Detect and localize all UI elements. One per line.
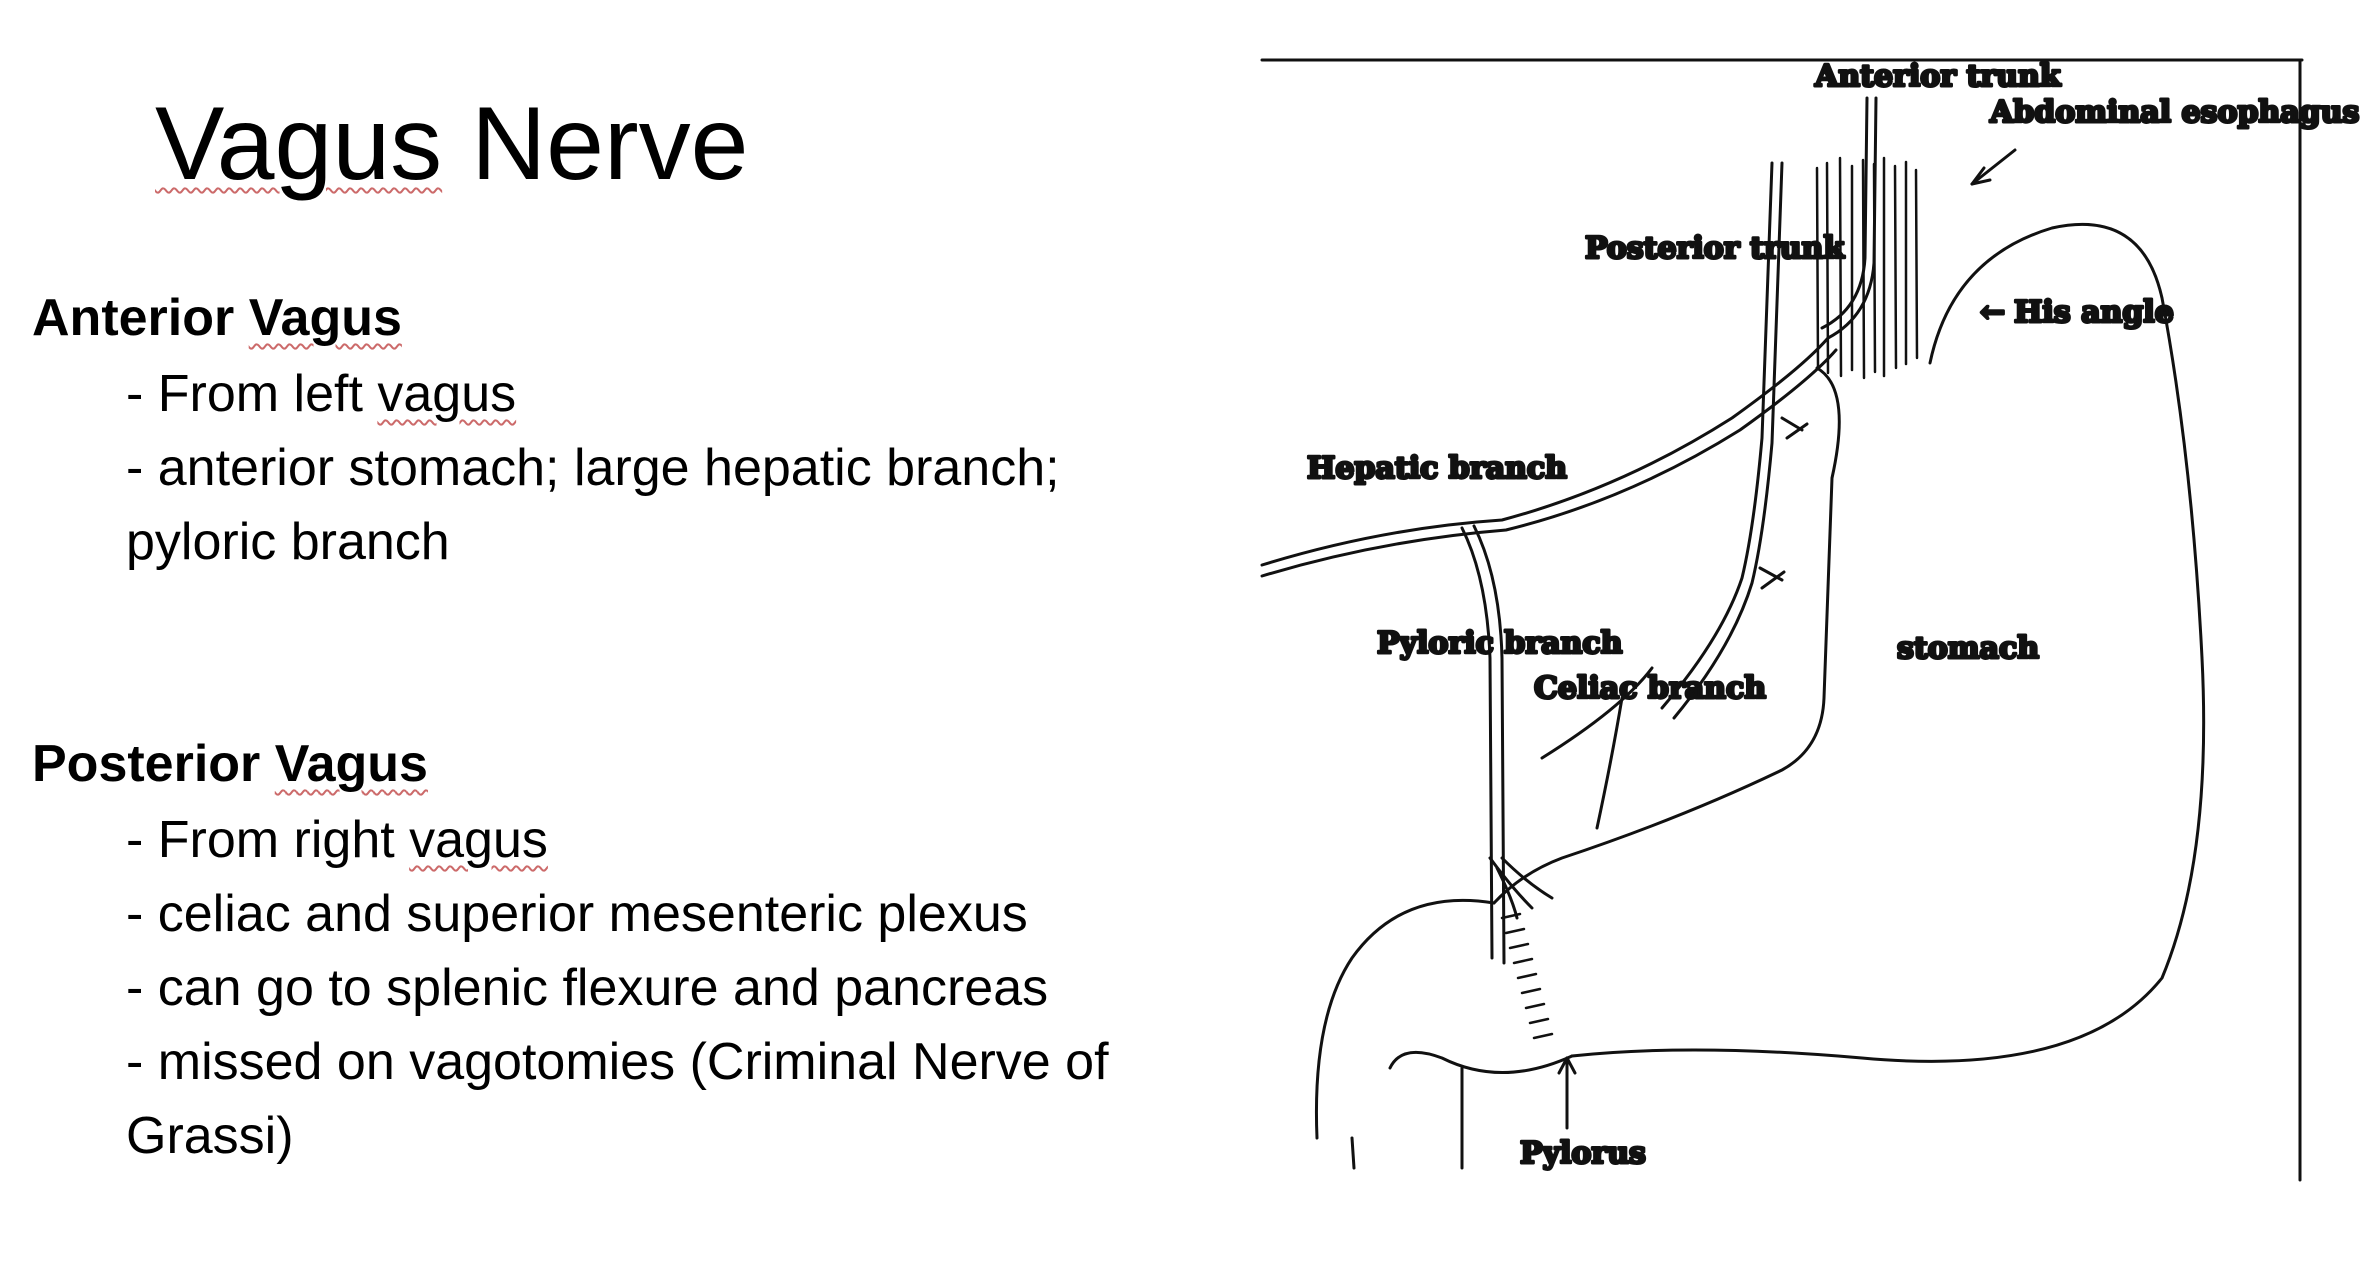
esophagus-arrow-head — [1970, 166, 1992, 186]
anterior-heading-word1: Anterior — [32, 289, 235, 347]
anterior-item1-prefix: - From left — [126, 365, 363, 423]
label-stomach: stomach — [1897, 631, 2039, 666]
label-anterior-trunk: Anterior trunk — [1814, 59, 2062, 94]
anterior-item-branches: - anterior stomach; large hepatic branch… — [126, 431, 1232, 579]
posterior-trunk-nerve-edge — [1672, 161, 1784, 720]
stomach-lesser-curvature — [1492, 366, 1841, 905]
stomach-greater-curvature — [1570, 222, 2206, 1063]
posterior-item1-prefix: - From right — [126, 811, 395, 869]
anterior-vagus-section: Anterior Vagus - From left vagus - anter… — [32, 285, 1232, 579]
duodenum-edge — [1350, 1136, 1356, 1170]
pylorus-hatching — [1500, 912, 1554, 1040]
posterior-item-plexus: - celiac and superior mesenteric plexus — [126, 885, 1028, 943]
anterior-item-origin: - From left vagus — [126, 357, 1232, 431]
hepatic-branch-nerve — [1260, 336, 1830, 567]
slide-title: Vagus Nerve — [155, 92, 749, 196]
posterior-trunk-nerve — [1660, 161, 1774, 710]
title-word-vagus: Vagus — [155, 86, 443, 202]
posterior-item1-word: vagus — [409, 811, 548, 869]
posterior-heading-word2: Vagus — [274, 735, 428, 793]
label-his-angle: His angle — [2014, 295, 2174, 330]
pyloric-nerve-fan — [1488, 856, 1554, 920]
posterior-vagus-section: Posterior Vagus - From right vagus - cel… — [32, 731, 1232, 1173]
anterior-item2-line2: pyloric branch — [126, 513, 450, 571]
label-hepatic-branch: Hepatic branch — [1307, 451, 1567, 486]
esophagus-hatching — [1815, 156, 1919, 380]
nerve-mark-2 — [1758, 566, 1786, 590]
duodenum-outline-left — [1314, 898, 1496, 1140]
label-abdominal-esophagus: Abdominal esophagus — [1989, 95, 2359, 130]
posterior-item4-line2: Grassi) — [126, 1107, 294, 1165]
anterior-trunk-nerve-edge — [1826, 96, 1878, 340]
label-pylorus: Pylorus — [1520, 1136, 1646, 1171]
posterior-item4-line1: - missed on vagotomies (Criminal Nerve o… — [126, 1033, 1109, 1091]
posterior-vagus-heading: Posterior Vagus — [32, 731, 1232, 797]
anterior-trunk-nerve — [1820, 96, 1869, 330]
vagus-stomach-diagram: Anterior trunk Abdominal esophagus Poste… — [1260, 58, 2361, 1182]
duodenum-outline-bottom — [1388, 1050, 1574, 1074]
anterior-vagus-heading: Anterior Vagus — [32, 285, 1232, 351]
title-word-nerve: Nerve — [471, 86, 749, 202]
posterior-heading-word1: Posterior — [32, 735, 261, 793]
posterior-item-origin: - From right vagus — [126, 803, 1232, 877]
anterior-item1-word: vagus — [377, 365, 517, 423]
pyloric-branch-nerve-edge — [1472, 524, 1506, 965]
anterior-item2-line1: - anterior stomach; large hepatic branch… — [126, 439, 1060, 497]
label-pyloric-branch: Pyloric branch — [1377, 626, 1623, 661]
pylorus-arrow-head — [1557, 1056, 1577, 1075]
diagram-svg: Anterior trunk Abdominal esophagus Poste… — [1260, 58, 2361, 1182]
posterior-item-splenic: - can go to splenic flexure and pancreas — [126, 959, 1049, 1017]
posterior-vagus-list: - From right vagus - celiac and superior… — [32, 803, 1232, 1173]
label-celiac-branch: Celiac branch — [1534, 671, 1766, 706]
label-his-angle-arrow: ← — [1980, 295, 2005, 330]
celiac-branch-nerve — [1540, 666, 1654, 760]
pyloric-branch-nerve — [1460, 526, 1494, 960]
hepatic-branch-nerve-edge — [1260, 348, 1838, 578]
posterior-item-vagotomies: - missed on vagotomies (Criminal Nerve o… — [126, 1025, 1232, 1173]
anterior-heading-word2: Vagus — [248, 289, 402, 347]
anterior-vagus-list: - From left vagus - anterior stomach; la… — [32, 357, 1232, 579]
celiac-branch-nerve-2 — [1595, 696, 1624, 830]
label-posterior-trunk: Posterior trunk — [1585, 231, 1845, 266]
nerve-mark-1 — [1780, 416, 1809, 440]
esophagus-arrow-line — [1970, 148, 2017, 186]
